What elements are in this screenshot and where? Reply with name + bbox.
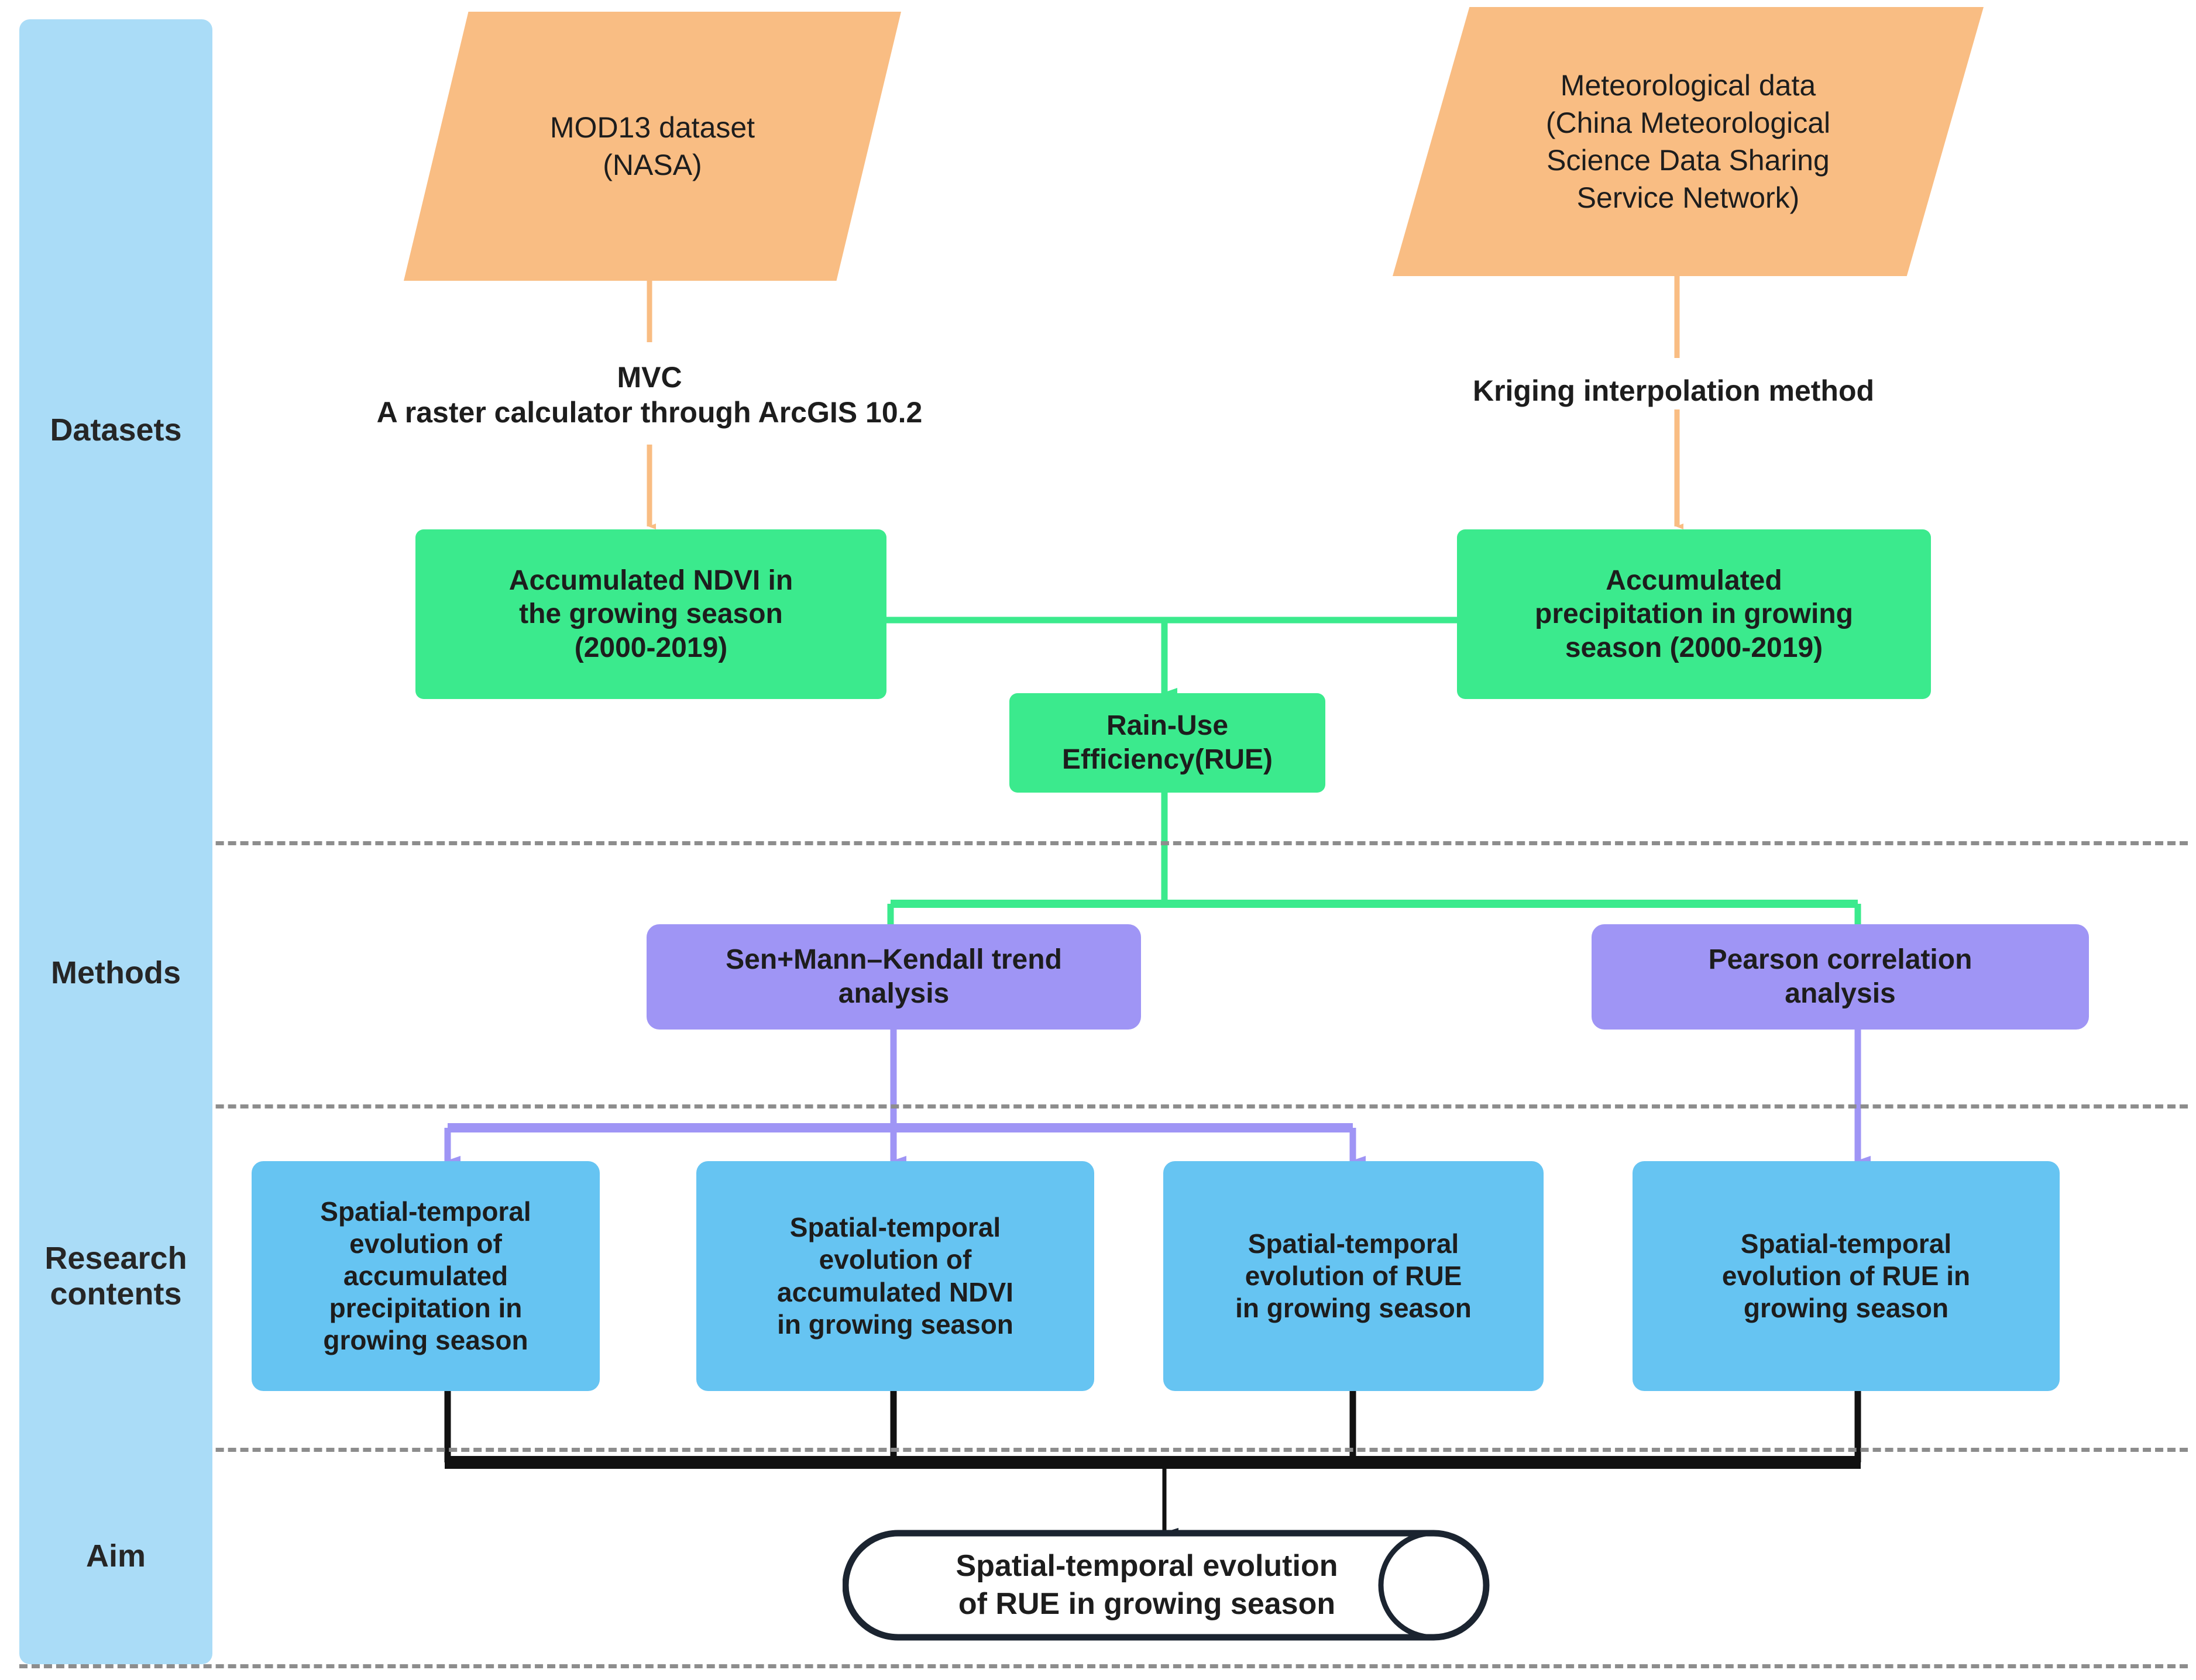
dataset-node-meteorological-label: Meteorological data(China Meteorological… [1545, 69, 1831, 214]
sidebar-band-research-contents: Research contents [19, 1104, 212, 1448]
sidebar-label-methods: Methods [51, 955, 181, 990]
sidebar-band-datasets: Datasets [19, 19, 212, 841]
sidebar-label-datasets: Datasets [50, 412, 182, 448]
divider-methods-contents [19, 1104, 2188, 1108]
divider-contents-aim [19, 1448, 2188, 1452]
sidebar-label-research-contents: Research contents [44, 1241, 187, 1311]
divider-datasets-methods [19, 841, 2188, 845]
dataset-node-mod13-label: MOD13 dataset(NASA) [549, 111, 755, 181]
divider-bottom [19, 1664, 2188, 1668]
sidebar-band-methods: Methods [19, 841, 212, 1104]
sidebar-label-aim: Aim [85, 1538, 146, 1574]
dataset-node-meteorological[interactable]: Meteorological data(China Meteorological… [1393, 7, 1984, 276]
aim-cylinder-shape [842, 1530, 1490, 1641]
sidebar-band-aim: Aim [19, 1448, 212, 1664]
edge-label-kriging: Kriging interpolation method [1358, 366, 1989, 415]
edge-label-kriging-text: Kriging interpolation method [1472, 374, 1875, 407]
dataset-node-mod13[interactable]: MOD13 dataset(NASA) [404, 12, 901, 281]
